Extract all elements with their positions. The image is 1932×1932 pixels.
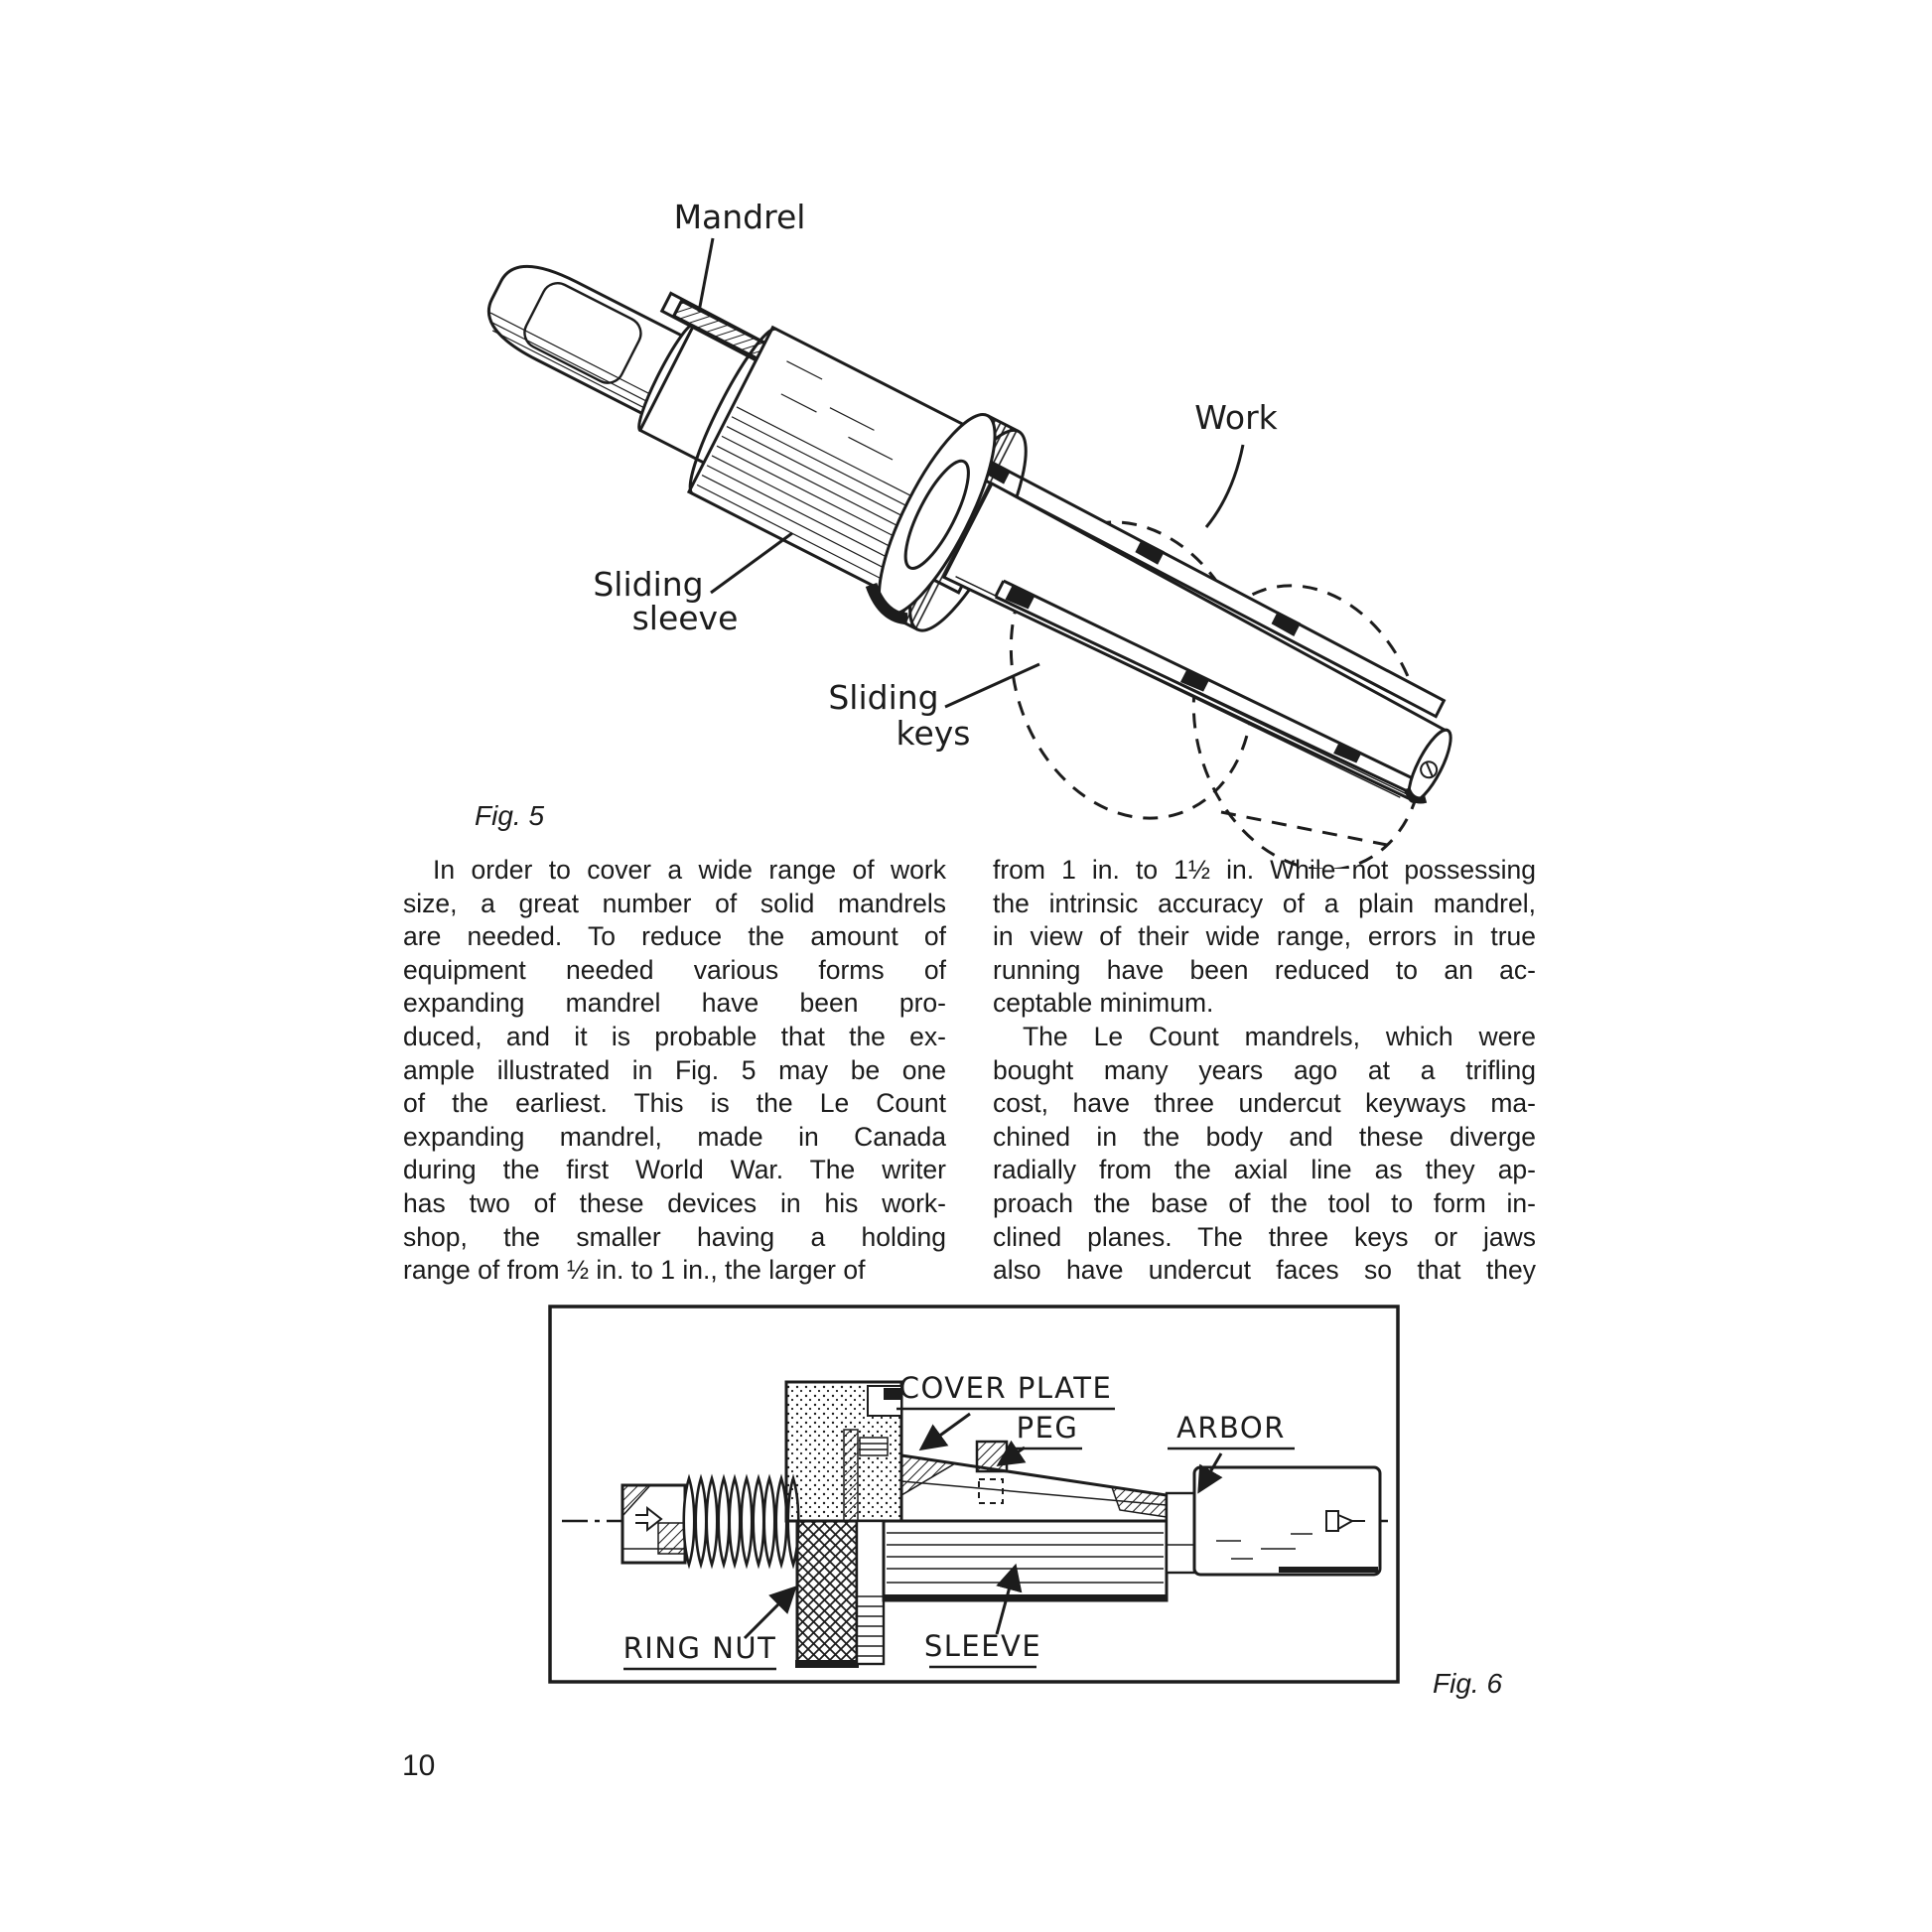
text-line: chined in the body and these diverge (993, 1121, 1536, 1152)
shank-tang-flat (523, 282, 642, 384)
label-sleeve: SLEEVE (924, 1629, 1041, 1663)
text-line: ceptable minimum. (993, 988, 1214, 1019)
text-line: shop, the smaller having a holding (403, 1221, 946, 1252)
arbor-part (1192, 1465, 1382, 1577)
text-column-left: In order to cover a wide range of work s… (403, 854, 946, 1288)
figure6-leader-arrows (743, 1412, 1223, 1640)
text-line: are needed. To reduce the amount of (403, 921, 946, 952)
text-line: of the earliest. This is the Le Count (403, 1088, 946, 1119)
text-line: radially from the axial line as they ap- (993, 1155, 1536, 1185)
text-line: range of from ½ in. to 1 in., the larger… (403, 1255, 866, 1286)
peg-part (975, 1440, 1009, 1473)
label-arbor: ARBOR (1176, 1411, 1286, 1445)
text-line: equipment needed various forms of (403, 954, 946, 985)
figure6-caption: Fig. 6 (1433, 1668, 1503, 1699)
text-line: expanding mandrel, made in Canada (403, 1121, 946, 1152)
label-cover-plate: COVER PLATE (899, 1371, 1113, 1405)
text-line: also have undercut faces so that they (993, 1255, 1536, 1286)
mandrel-assembly (486, 264, 1452, 804)
ring-nut-part (795, 1519, 859, 1666)
text-line: during the first World War. The writer (403, 1155, 946, 1185)
text-line: proach the base of the tool to form in- (993, 1187, 1536, 1218)
text-line: expanding mandrel have been pro- (403, 988, 946, 1019)
text-line: has two of these devices in his work- (403, 1187, 946, 1218)
text-line: ample illustrated in Fig. 5 may be one (403, 1054, 946, 1085)
threaded-section (682, 1473, 800, 1570)
label-sliding-keys-2: keys (897, 714, 971, 753)
sleeve-collar (865, 413, 1028, 632)
label-sliding-sleeve-2: sleeve (632, 599, 739, 637)
text-line: The Le Count mandrels, which were (1023, 1021, 1536, 1051)
figure5-caption: Fig. 5 (475, 800, 545, 831)
mandrel-taper-body (941, 481, 1447, 801)
text-line: bought many years ago at a trifling (993, 1054, 1536, 1085)
label-mandrel: Mandrel (674, 198, 806, 236)
sliding-key-front (994, 579, 1419, 795)
text-line: clined planes. The three keys or jaws (993, 1221, 1536, 1252)
text-line: running have been reduced to an ac- (993, 954, 1536, 985)
text-line: in view of their wide range, errors in t… (993, 921, 1536, 952)
label-sliding-keys-1: Sliding (828, 678, 938, 717)
text-line: size, a great number of solid mandrels (403, 888, 946, 918)
text-line: from 1 in. to 1½ in. While not possessin… (993, 855, 1536, 885)
label-work: Work (1194, 398, 1278, 437)
label-peg: PEG (1017, 1411, 1079, 1445)
figure5-leader-lines (697, 237, 1245, 709)
text-line: the intrinsic accuracy of a plain mandre… (993, 888, 1536, 918)
text-line: cost, have three undercut keyways ma- (993, 1088, 1536, 1119)
figure-6-illustration: COVER PLATE PEG ARBOR RING NUT SLEEVE (548, 1305, 1400, 1684)
text-line: In order to cover a wide range of work (433, 855, 946, 885)
page-number: 10 (402, 1749, 436, 1782)
text-line: duced, and it is probable that the ex- (403, 1021, 946, 1051)
figure-5-illustration: Mandrel Work Sliding sleeve Sliding keys (486, 198, 1452, 869)
label-ring-nut: RING NUT (623, 1631, 777, 1665)
text-column-right: from 1 in. to 1½ in. While not possessin… (993, 854, 1536, 1288)
label-sliding-sleeve-1: Sliding (593, 565, 703, 604)
